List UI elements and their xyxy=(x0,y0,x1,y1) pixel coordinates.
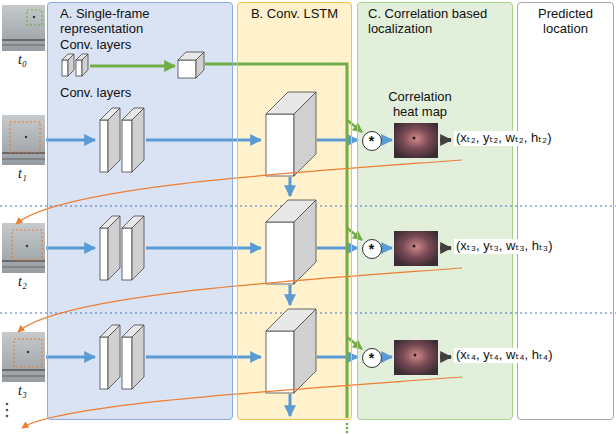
layer-label: Conv. layers xyxy=(60,86,131,101)
panel-heading: Predicted location xyxy=(518,3,613,39)
heat-map-label: Correlation heat map xyxy=(378,90,462,120)
operator-symbol: * xyxy=(369,242,374,256)
operator-symbol: * xyxy=(369,351,374,365)
video-frames xyxy=(2,5,45,382)
conv-blocks xyxy=(62,52,204,389)
template-arrows xyxy=(90,64,362,418)
lstm-cells xyxy=(266,92,316,393)
heat-maps xyxy=(394,123,438,375)
correlation-operator: * xyxy=(362,131,382,151)
operator-symbol: * xyxy=(369,134,374,148)
time-label: t₂ xyxy=(18,274,27,290)
output-arrows xyxy=(440,140,451,357)
correlation-operator: * xyxy=(362,239,382,259)
panel-heading: B. Conv. LSTM xyxy=(238,3,351,24)
panel-heading: A. Single-frame representation xyxy=(48,3,232,39)
panel-band: B. Conv. LSTM xyxy=(237,2,352,420)
output-tuple: (xₜ₂, yₜ₂, wₜ₂, hₜ₂) xyxy=(454,131,553,146)
feedback-arrows xyxy=(16,160,462,428)
continuation-dots xyxy=(6,403,9,418)
time-label: t₁ xyxy=(18,166,27,182)
time-label: t₃ xyxy=(18,383,27,399)
correlation-operator: * xyxy=(362,348,382,368)
panel-heading: C. Correlation based localization xyxy=(358,3,512,39)
feature-arrows xyxy=(46,140,392,416)
layer-label: Conv. layers xyxy=(60,38,131,53)
output-tuple: (xₜ₃, yₜ₃, wₜ₃, hₜ₃) xyxy=(454,239,554,254)
panel-band: A. Single-frame representation xyxy=(47,2,233,420)
continuation-dots xyxy=(346,423,349,434)
output-tuple: (xₜ₄, yₜ₄, wₜ₄, hₜ₄) xyxy=(454,348,555,363)
time-label: t₀ xyxy=(18,52,27,68)
